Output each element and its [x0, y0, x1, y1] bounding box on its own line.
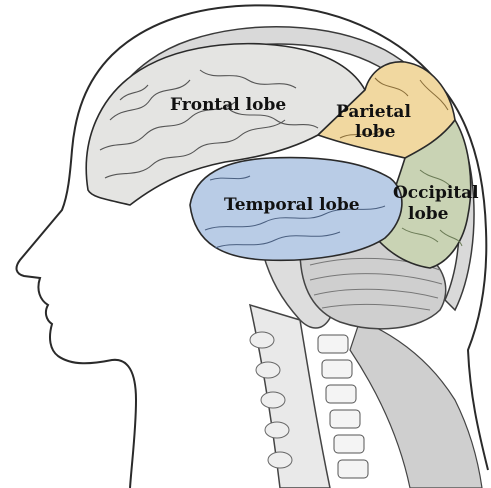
occipital-lobe-label-line1: Occipital — [393, 183, 479, 203]
occipital-lobe-label-line2: lobe — [408, 204, 449, 224]
parietal-lobe-label-line2: lobe — [355, 122, 396, 142]
parietal-lobe-label-line1: Parietal — [336, 102, 411, 122]
neck-muscle — [350, 320, 482, 488]
frontal-lobe-label: Frontal lobe — [170, 95, 286, 115]
temporal-lobe-label: Temporal lobe — [224, 195, 360, 215]
